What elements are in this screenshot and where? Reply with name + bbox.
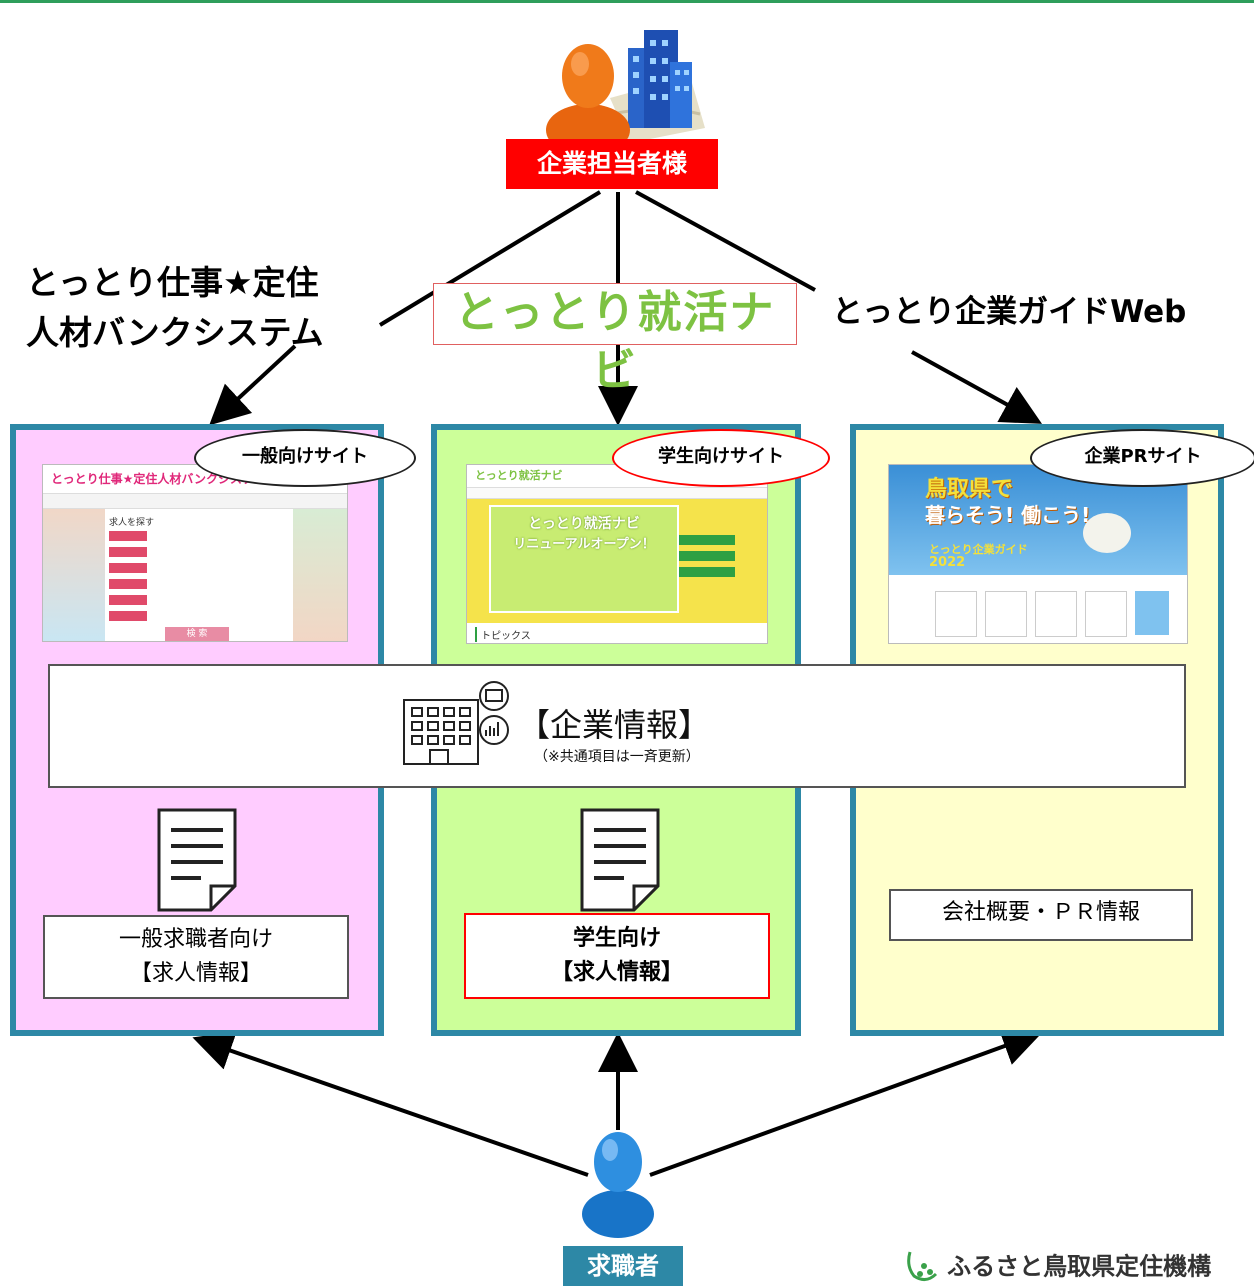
company-rep-label: 企業担当者様 bbox=[506, 139, 718, 189]
job-seeker-label: 求職者 bbox=[563, 1246, 683, 1286]
rep-to-right-line bbox=[635, 190, 816, 292]
student-site-topics: トピックス bbox=[475, 627, 531, 642]
general-site-form bbox=[109, 531, 289, 627]
job-seeker-icon bbox=[582, 1132, 654, 1238]
general-document-icon bbox=[157, 808, 237, 912]
company-pr-year: 2022 bbox=[929, 555, 966, 570]
top-border-line bbox=[0, 0, 1254, 3]
org-logo-icon bbox=[907, 1251, 938, 1281]
seeker-to-right-arrow bbox=[649, 1027, 1043, 1177]
student-site-screenshot-title: とっとり就活ナビ bbox=[475, 469, 563, 482]
bubble-general-site: 一般向けサイト bbox=[194, 429, 416, 487]
student-site-hero-line1: とっとり就活ナビ bbox=[528, 516, 640, 532]
right-system-arrow bbox=[911, 350, 1043, 424]
student-site-screenshot: とっとり就活ナビ とっとり就活ナビ リニューアルオープン！ トピックス bbox=[466, 464, 768, 644]
company-building-icon bbox=[403, 681, 509, 765]
left-system-title: とっとり仕事★定住 人材バンクシステム bbox=[26, 258, 324, 358]
student-job-info-box: 学生向け 【求人情報】 bbox=[464, 913, 770, 999]
left-system-title-line2: 人材バンクシステム bbox=[26, 313, 324, 352]
student-job-info-line2: 【求人情報】 bbox=[550, 960, 683, 985]
seeker-to-left-arrow bbox=[192, 1031, 589, 1177]
general-job-info-box: 一般求職者向け 【求人情報】 bbox=[43, 915, 349, 999]
company-pr-content bbox=[889, 579, 1187, 643]
left-system-arrow bbox=[209, 344, 297, 426]
left-system-title-line1: とっとり仕事★定住 bbox=[26, 263, 319, 302]
bubble-student-site: 学生向けサイト bbox=[612, 429, 830, 487]
company-info-title: 【企業情報】 bbox=[518, 706, 711, 744]
company-info-note: （※共通項目は一斉更新） bbox=[534, 749, 700, 765]
general-site-screenshot: とっとり仕事★定住人材バンクシステム 求人を探す 検 索 bbox=[42, 464, 348, 642]
company-pr-mascot bbox=[1083, 513, 1131, 553]
company-pr-hero-line2: 暮らそう! 働こう! bbox=[925, 503, 1091, 527]
general-site-search-button: 検 索 bbox=[165, 627, 229, 641]
org-logo: ふるさと鳥取県定住機構 bbox=[902, 1246, 1254, 1286]
right-system-title: とっとり企業ガイドWeb bbox=[832, 294, 1187, 330]
general-job-info-line1: 一般求職者向け bbox=[118, 927, 273, 952]
student-site-hero-line2: リニューアルオープン！ bbox=[513, 537, 655, 552]
company-pr-screenshot: 鳥取県で 暮らそう! 働こう! とっとり企業ガイド 2022 bbox=[888, 464, 1188, 644]
company-rep-icon bbox=[546, 30, 705, 153]
company-pr-guide: とっとり企業ガイド bbox=[929, 543, 1028, 556]
general-site-screenshot-title: とっとり仕事★定住人材バンクシステム bbox=[51, 472, 266, 486]
center-system-logo: とっとり就活ナビ bbox=[433, 283, 797, 396]
student-site-hero-card: とっとり就活ナビ リニューアルオープン！ bbox=[489, 505, 679, 613]
company-pr-info-line1: 会社概要・ＰＲ情報 bbox=[941, 900, 1140, 925]
bubble-company-pr-site: 企業PRサイト bbox=[1030, 429, 1254, 487]
student-site-nav bbox=[467, 487, 767, 499]
general-site-nav bbox=[43, 493, 347, 509]
org-logo-text: ふるさと鳥取県定住機構 bbox=[947, 1252, 1212, 1281]
general-job-info-line2: 【求人情報】 bbox=[129, 961, 262, 986]
company-pr-info-box: 会社概要・ＰＲ情報 bbox=[889, 889, 1193, 941]
rep-to-left-line bbox=[378, 190, 602, 327]
company-pr-hero-line1: 鳥取県で bbox=[925, 477, 1014, 502]
company-info-box bbox=[48, 664, 1186, 788]
general-site-photo-left bbox=[43, 509, 105, 641]
student-document-icon bbox=[580, 808, 660, 912]
center-system-logo-text: とっとり就活ナビ bbox=[454, 287, 776, 396]
general-site-search-label: 求人を探す bbox=[109, 518, 155, 528]
student-job-info-line1: 学生向け bbox=[572, 926, 661, 951]
general-site-photo-right bbox=[293, 509, 347, 641]
